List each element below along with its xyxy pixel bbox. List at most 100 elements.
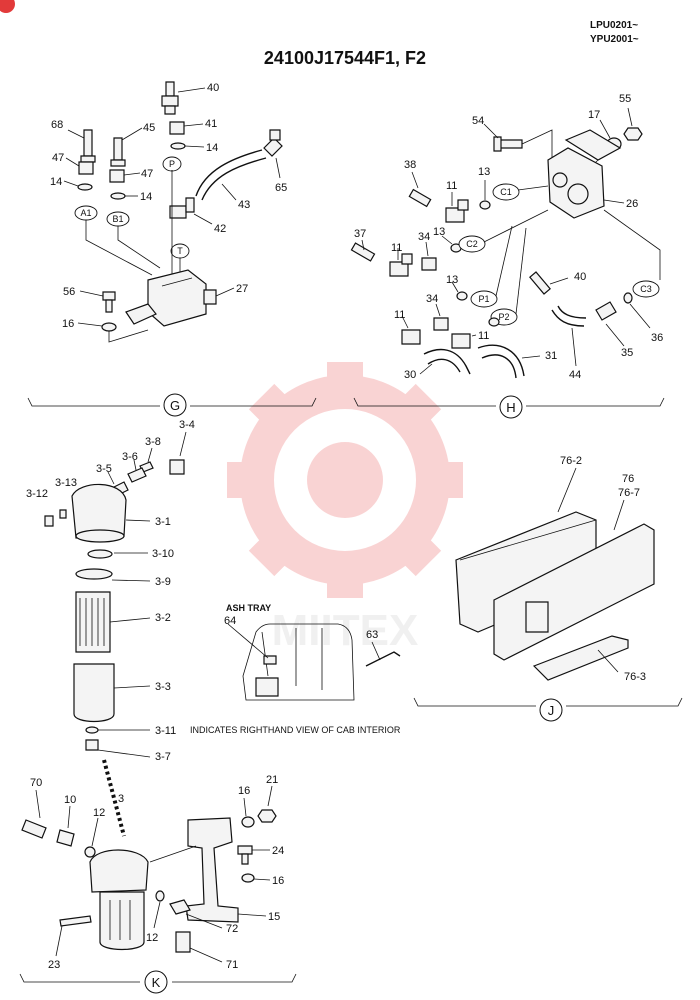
port-tag: B1 [112, 214, 123, 224]
part-label: 65 [275, 182, 287, 194]
section-k [21, 785, 277, 963]
part-label: 63 [366, 629, 378, 641]
watermark-gear-icon: MIITEX [227, 362, 463, 655]
part-label: 68 [51, 119, 63, 131]
section-j-badge [539, 698, 563, 722]
part-label: 76-7 [618, 487, 640, 499]
part-label: 13 [433, 226, 445, 238]
part-label: 3-2 [155, 612, 171, 624]
port-tag: C2 [466, 239, 478, 249]
section-k-label: K [152, 975, 161, 990]
part-label: 45 [143, 122, 155, 134]
part-label: 35 [621, 347, 633, 359]
part-label: 3-13 [55, 477, 77, 489]
part-label: 24 [272, 845, 284, 857]
part-label: 14 [50, 176, 62, 188]
cab-note: INDICATES RIGHTHAND VIEW OF CAB INTERIOR [190, 725, 401, 735]
part-label: 34 [418, 231, 430, 243]
part-label: 12 [93, 807, 105, 819]
port-tag: T [177, 246, 183, 256]
part-label: 36 [651, 332, 663, 344]
part-label: 34 [426, 293, 438, 305]
part-label: 54 [472, 115, 484, 127]
watermark-text: MIITEX [272, 606, 419, 655]
part-label: 37 [354, 228, 366, 240]
part-label: 70 [30, 777, 42, 789]
part-label: 11 [391, 242, 402, 254]
section-h-label: H [506, 400, 515, 415]
part-label: 26 [626, 198, 638, 210]
part-label: 72 [226, 923, 238, 935]
part-label: 16 [272, 875, 284, 887]
part-label: 40 [207, 82, 219, 94]
part-label: 3-11 [155, 725, 176, 737]
part-label: 40 [574, 271, 586, 283]
part-label: 43 [238, 199, 250, 211]
port-tag: C3 [640, 284, 652, 294]
part-label: 38 [404, 159, 416, 171]
section-g [63, 81, 283, 343]
part-label: 12 [146, 932, 158, 944]
part-label: 3-12 [26, 488, 48, 500]
part-label: 3-7 [155, 751, 171, 763]
part-label: 3-1 [155, 516, 171, 528]
section-g-badge [163, 393, 187, 417]
part-label: 13 [478, 166, 490, 178]
part-label: 47 [52, 152, 64, 164]
ash-tray-label: ASH TRAY [226, 603, 271, 613]
part-label: 3-8 [145, 436, 161, 448]
part-label: 56 [63, 286, 75, 298]
part-label: 47 [141, 168, 153, 180]
part-label: 3-6 [122, 451, 138, 463]
part-label: 15 [268, 911, 280, 923]
corner-badge [0, 0, 15, 13]
part-label: 17 [588, 109, 600, 121]
cab-interior-view [227, 623, 401, 701]
part-label: 11 [394, 309, 405, 321]
part-label: 16 [238, 785, 250, 797]
part-label: 27 [236, 283, 248, 295]
part-label: 3-10 [152, 548, 174, 560]
part-label: 31 [545, 350, 557, 362]
part-label: 71 [226, 959, 238, 971]
part-label: 23 [48, 959, 60, 971]
part-label: 14 [206, 142, 218, 154]
part-label: 3-4 [179, 419, 195, 431]
page-title: 24100J17544F1, F2 [264, 48, 426, 68]
section-j [455, 467, 655, 681]
part-label: 76-3 [624, 671, 646, 683]
part-label: 3-3 [155, 681, 171, 693]
part-label: 13 [446, 274, 458, 286]
port-tag: C1 [500, 187, 512, 197]
part-label: 76 [622, 473, 634, 485]
part-label: 21 [266, 774, 278, 786]
serial-code-1: LPU0201~ [590, 20, 638, 31]
part-label: 3-5 [96, 463, 112, 475]
part-label: 11 [478, 330, 489, 342]
port-tag: P1 [478, 294, 489, 304]
section-k-badge [144, 970, 168, 994]
part-label: 44 [569, 369, 581, 381]
part-label: 16 [62, 318, 74, 330]
part-label: 14 [140, 191, 152, 203]
part-label: 55 [619, 93, 631, 105]
part-label: 10 [64, 794, 76, 806]
part-label: 3 [118, 793, 124, 805]
section-h-badge [499, 395, 523, 419]
section-j-label: J [548, 703, 555, 718]
filter-assembly [44, 431, 187, 837]
part-label: 11 [446, 180, 457, 192]
port-tag: P2 [498, 312, 509, 322]
part-label: 76-2 [560, 455, 582, 467]
port-tag: A1 [80, 208, 91, 218]
serial-code-2: YPU2001~ [590, 34, 639, 45]
part-label: 30 [404, 369, 416, 381]
part-label: 41 [205, 118, 217, 130]
section-g-label: G [170, 398, 180, 413]
part-label: 64 [224, 615, 236, 627]
section-h [350, 107, 661, 379]
part-label: 42 [214, 223, 226, 235]
port-tag: P [169, 159, 175, 169]
